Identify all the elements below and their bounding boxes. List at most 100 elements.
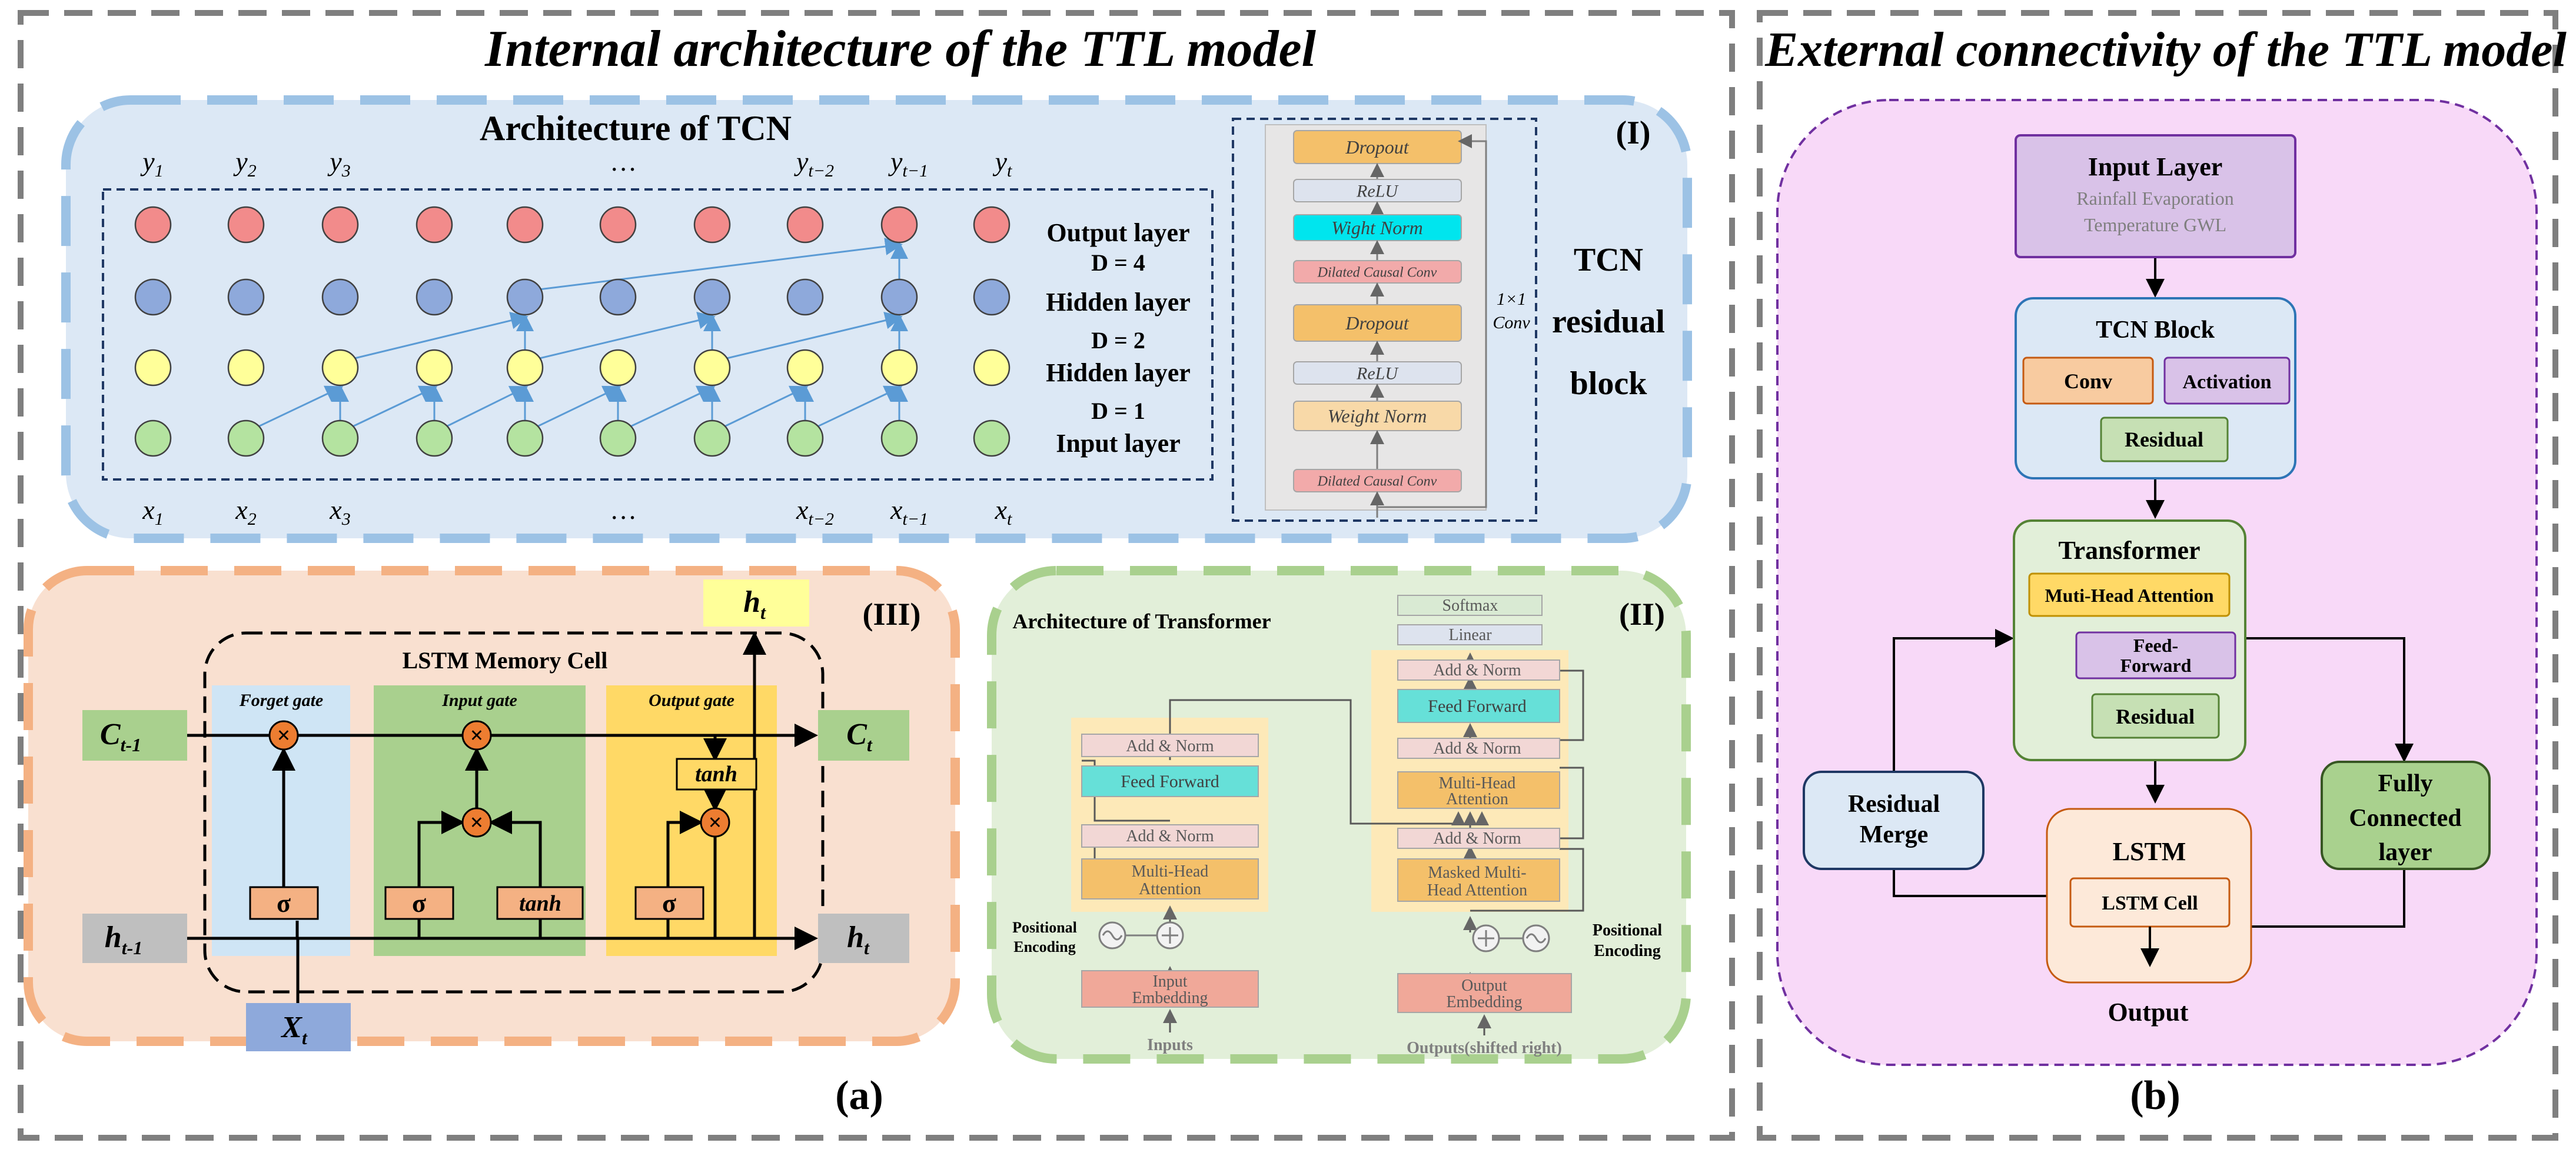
c-prev: Ct-1: [100, 718, 141, 755]
lstm-multiply-glyphs: × × × ×: [277, 722, 722, 835]
enc-add-norm-2-label: Add & Norm: [1126, 827, 1214, 845]
tcn-node-input: [134, 419, 172, 457]
tcn-dilation-arrows: [245, 238, 908, 434]
tcn-arrow: [712, 385, 809, 434]
c-prev-box: [82, 710, 187, 761]
tcn-node-hidden-1: [506, 278, 544, 316]
transformer-tag: (II): [1619, 597, 1665, 632]
tcn-tag: (I): [1616, 115, 1650, 151]
tcn-arrow: [712, 311, 903, 363]
tcn-label: xt: [995, 495, 1012, 529]
enc-add-plus: [1162, 927, 1178, 944]
output-tanh-box: [676, 758, 757, 791]
dec-multi-head: [1397, 771, 1560, 809]
ext-fc-3: layer: [2379, 839, 2432, 866]
tcn-node-hidden-2: [134, 349, 172, 387]
left-title: Internal architecture of the TTL model: [484, 21, 1317, 78]
tcn-nodes: [134, 206, 1011, 457]
tcn-node-hidden-1: [693, 278, 731, 316]
times-glyph-1: ×: [277, 722, 291, 748]
times-glyph-2: ×: [470, 722, 484, 748]
h-next: ht: [847, 921, 870, 958]
times-glyph-4: ×: [709, 809, 722, 835]
x-in-box: [246, 1003, 351, 1051]
enc-add-norm-1-label: Add & Norm: [1126, 737, 1214, 755]
h-prev: ht-1: [105, 921, 142, 958]
tcn-label: x1: [142, 495, 163, 529]
input-tanh: tanh: [519, 891, 561, 916]
ext-lstm-cell-label: LSTM Cell: [2102, 892, 2198, 914]
h-next-box: [818, 914, 909, 963]
dec-multi-head-label-1: Multi-Head: [1439, 774, 1516, 792]
residual-layer-label: Weight Norm: [1328, 405, 1427, 427]
tcn-grid-box: [102, 188, 1214, 481]
label-b: (b): [2130, 1073, 2181, 1118]
tcn-node-output: [693, 206, 731, 244]
left-frame: [18, 10, 1735, 1141]
ext-ff-label-2: Forward: [2120, 655, 2192, 676]
enc-multi-head-label-1: Multi-Head: [1132, 862, 1209, 881]
tcn-arrow: [805, 385, 903, 434]
tcn-node-input: [227, 419, 265, 457]
lstm-tag: (III): [862, 597, 920, 632]
tcn-node-hidden-1: [134, 278, 172, 316]
residual-layer-label: ReLU: [1356, 182, 1399, 201]
tcn-arrow: [524, 238, 903, 292]
ext-ff: [2075, 631, 2236, 679]
dec-add-norm-1-label: Add & Norm: [1433, 661, 1521, 679]
tcn-node-hidden-1: [321, 278, 359, 316]
dec-add-norm-3: [1397, 828, 1560, 849]
tcn-node-output: [880, 206, 918, 244]
forget-sigma: σ: [277, 889, 291, 918]
tcn-d2: D = 2: [1091, 327, 1145, 354]
tcn-node-hidden-2: [786, 349, 824, 387]
label-a: (a): [835, 1073, 883, 1118]
tcn-label: xt−2: [796, 495, 834, 529]
tcn-node-output: [506, 206, 544, 244]
tcn-node-hidden-1: [227, 278, 265, 316]
tcn-label: y3: [327, 146, 350, 181]
ext-residual-merge: [1803, 771, 1985, 870]
input-sigma: σ: [412, 889, 426, 918]
residual-layer-label: Dropout: [1345, 136, 1409, 158]
ext-residual-merge-1: Residual: [1848, 791, 1940, 818]
tcn-arrow: [434, 386, 529, 434]
dec-outputs-label: Outputs(shifted right): [1407, 1039, 1562, 1057]
dec-add-norm-1: [1397, 659, 1560, 681]
forget-gate-label: Forget gate: [239, 691, 324, 710]
dec-embedding-label-2: Embedding: [1446, 993, 1522, 1011]
input-multiply: [461, 807, 492, 838]
dec-embedding-label-1: Output: [1461, 977, 1507, 995]
output-gate-label: Output gate: [649, 691, 734, 710]
residual-layer-label: Dilated Causal Conv: [1317, 474, 1437, 489]
tcn-node-hidden-1: [786, 278, 824, 316]
ext-activation: [2163, 357, 2291, 405]
ext-tcn-residual-label: Residual: [2125, 428, 2203, 451]
ext-lstm-title: LSTM: [2113, 837, 2186, 866]
output-sigma-box: [634, 886, 704, 920]
ext-conv: [2022, 357, 2154, 405]
forget-multiply: [268, 720, 299, 751]
dec-pos-label-2: Encoding: [1594, 942, 1661, 960]
dec-embedding: [1397, 973, 1572, 1013]
tcn-node-hidden-2: [599, 349, 637, 387]
tcn-node-hidden-2: [321, 349, 359, 387]
enc-embedding-label-2: Embedding: [1132, 989, 1208, 1007]
tcn-output-layer: Output layer: [1046, 218, 1189, 247]
tcn-node-hidden-2: [880, 349, 918, 387]
ext-mha: [2028, 572, 2231, 617]
enc-pos-wave-shape: [1102, 930, 1123, 941]
dec-feed-forward: [1397, 689, 1560, 723]
tcn-label: …: [612, 495, 636, 525]
residual-layer-label: Wight Norm: [1331, 217, 1423, 238]
tcn-node-input: [693, 419, 731, 457]
enc-add-norm-2: [1081, 824, 1259, 848]
ext-input-sub-1: Rainfall Evaporation: [2076, 188, 2233, 209]
ext-fc-2: Connected: [2349, 805, 2461, 832]
tcn-node-input: [321, 419, 359, 457]
ext-tr-residual: [2091, 693, 2220, 739]
tcn-label: x3: [329, 495, 350, 529]
